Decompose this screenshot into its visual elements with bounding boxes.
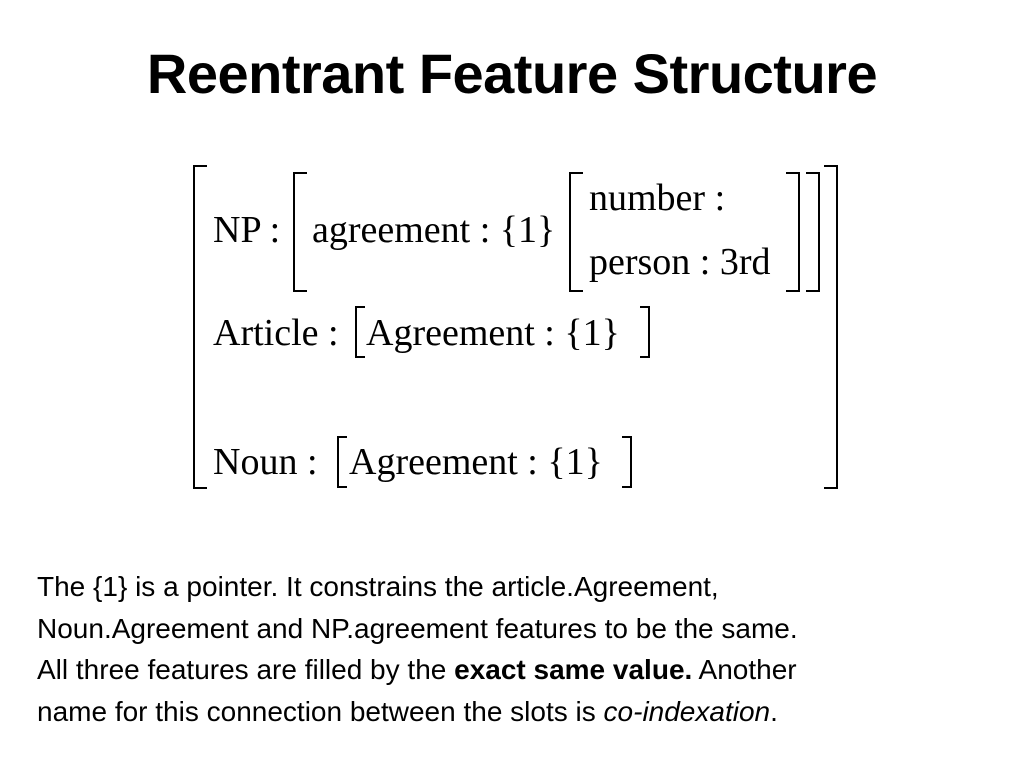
slide-title: Reentrant Feature Structure xyxy=(146,42,878,105)
agreement-right-bracket xyxy=(786,172,800,292)
explanation-line-3-end: Another xyxy=(692,654,797,685)
explanation-line-1: The {1} is a pointer. It constrains the … xyxy=(37,571,719,602)
article-label: Article : xyxy=(213,312,339,354)
number-feature: number : xyxy=(589,177,726,219)
outer-left-bracket xyxy=(193,165,207,489)
noun-left-bracket xyxy=(337,436,347,488)
emphasis-exact-same-value: exact same value. xyxy=(454,654,693,685)
agreement-label: agreement : {1} xyxy=(312,209,556,251)
person-feature: person : 3rd xyxy=(589,241,771,283)
np-left-bracket xyxy=(293,172,307,292)
explanation-line-4-start: name for this connection between the slo… xyxy=(37,695,604,727)
term-co-indexation: co-indexation xyxy=(603,695,771,727)
explanation-line-3-start: All three features are filled by the xyxy=(37,654,455,685)
explanation-line-2: Noun.Agreement and NP.agreement features… xyxy=(37,612,798,644)
np-label: NP : xyxy=(213,209,281,251)
explanation-paragraph: The {1} is a pointer. It constrains the … xyxy=(37,566,997,732)
noun-label: Noun : xyxy=(213,441,318,483)
article-right-bracket xyxy=(640,306,650,358)
explanation-line-4-end: . xyxy=(770,695,778,727)
noun-right-bracket xyxy=(622,436,632,488)
article-left-bracket xyxy=(355,306,365,358)
outer-right-bracket xyxy=(824,165,838,489)
agreement-left-bracket xyxy=(569,172,583,292)
article-agreement: Agreement : {1} xyxy=(366,312,620,354)
np-right-bracket xyxy=(806,172,820,292)
noun-agreement: Agreement : {1} xyxy=(349,441,603,483)
feature-structure-matrix: NP : agreement : {1} number : person : 3… xyxy=(193,165,838,489)
